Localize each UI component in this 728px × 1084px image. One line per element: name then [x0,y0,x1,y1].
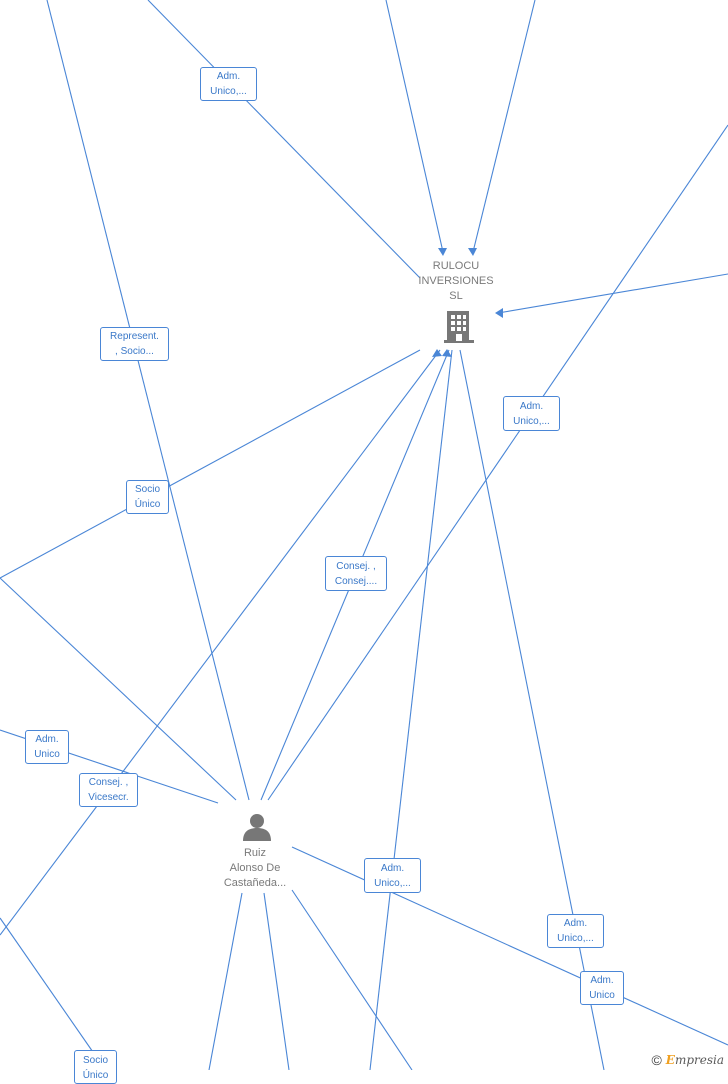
edge-label-line: Represent. [110,331,159,342]
footer-brand: © Empresia [651,1052,724,1068]
brand-initial: E [665,1053,675,1067]
copyright-icon: © [651,1052,662,1068]
building-icon[interactable] [443,309,475,345]
edge-label-represent-socio[interactable]: Represent. , Socio... [100,327,169,361]
edge-line [208,892,243,1070]
edge-label-line: Socio [134,484,160,495]
edge-label-adm-unico[interactable]: Adm. Unico,... [200,67,257,101]
edge-line [46,0,250,801]
edge-label-adm-unico[interactable]: Adm. Unico,... [364,858,421,893]
arrow-head [495,308,503,318]
company-name[interactable]: RULOCU INVERSIONES SL [406,259,506,304]
arrow-head [432,349,442,357]
edge-label-line: Adm. [590,975,614,986]
edge-label-adm-unico[interactable]: Adm. Unico [25,730,69,764]
edge-label-line: Unico,... [557,933,594,944]
edge-label-line: Unico [34,749,60,760]
edge-label-adm-unico[interactable]: Adm. Unico,... [547,914,604,948]
edge-label-line: , Socio... [115,346,154,357]
edge-label-line: Adm. [519,401,544,412]
person-name-line: Ruiz [243,847,266,859]
company-name-line: INVERSIONES [418,275,494,287]
arrow-head [468,248,477,256]
edge-line [385,0,444,253]
company-name-line: SL [449,290,463,302]
edge-label-line: Vicesecr. [88,792,129,803]
arrow-head [442,349,452,357]
edge-line [0,917,96,1056]
edge-label-consej-vicesecr[interactable]: Consej. , Vicesecr. [79,773,138,807]
edge-line [472,0,536,253]
edge-label-line: Adm. [563,918,588,929]
edge-label-line: Consej. , [88,777,129,788]
edge-line [263,892,290,1070]
edge-label-line: Adm. [216,71,241,82]
person-name-line: Alonso De [229,862,281,874]
edge-label-line: Consej.... [334,576,378,587]
edge-label-adm-unico[interactable]: Adm. Unico,... [503,396,560,431]
edge-label-line: Adm. [380,863,405,874]
edge-label-consej[interactable]: Consej. , Consej.... [325,556,387,591]
edge-line [267,124,728,801]
edge-label-line: Consej. , [336,561,376,572]
edge-label-socio-unico[interactable]: Socio Único [126,480,169,514]
edge-label-line: Unico,... [513,416,550,427]
person-name[interactable]: Ruiz Alonso De Castañeda... [205,846,305,891]
edge-line [459,349,605,1070]
edge-label-line: Único [134,499,161,510]
edge-label-socio-unico[interactable]: Socio Único [74,1050,117,1084]
edge-line [291,889,413,1070]
edge-line [147,0,421,279]
edge-line [369,349,453,1070]
edge-line [0,577,237,801]
edge-label-adm-unico[interactable]: Adm. Unico [580,971,624,1005]
edge-label-line: Socio [82,1055,108,1066]
edge-label-line: Único [82,1070,109,1081]
brand-logo: Empresia [666,1053,724,1067]
person-icon[interactable] [242,812,272,842]
edge-line [0,349,441,936]
person-name-line: Castañeda... [223,877,287,889]
edge-label-line: Unico,... [374,878,411,889]
company-name-line: RULOCU [432,260,480,272]
arrow-head [438,248,447,256]
edge-line [0,349,421,579]
brand-text: mpresia [674,1053,724,1067]
edge-label-line: Unico [589,990,615,1001]
edge-label-line: Unico,... [210,86,247,97]
edge-label-line: Adm. [35,734,59,745]
edge-line [291,846,728,1046]
